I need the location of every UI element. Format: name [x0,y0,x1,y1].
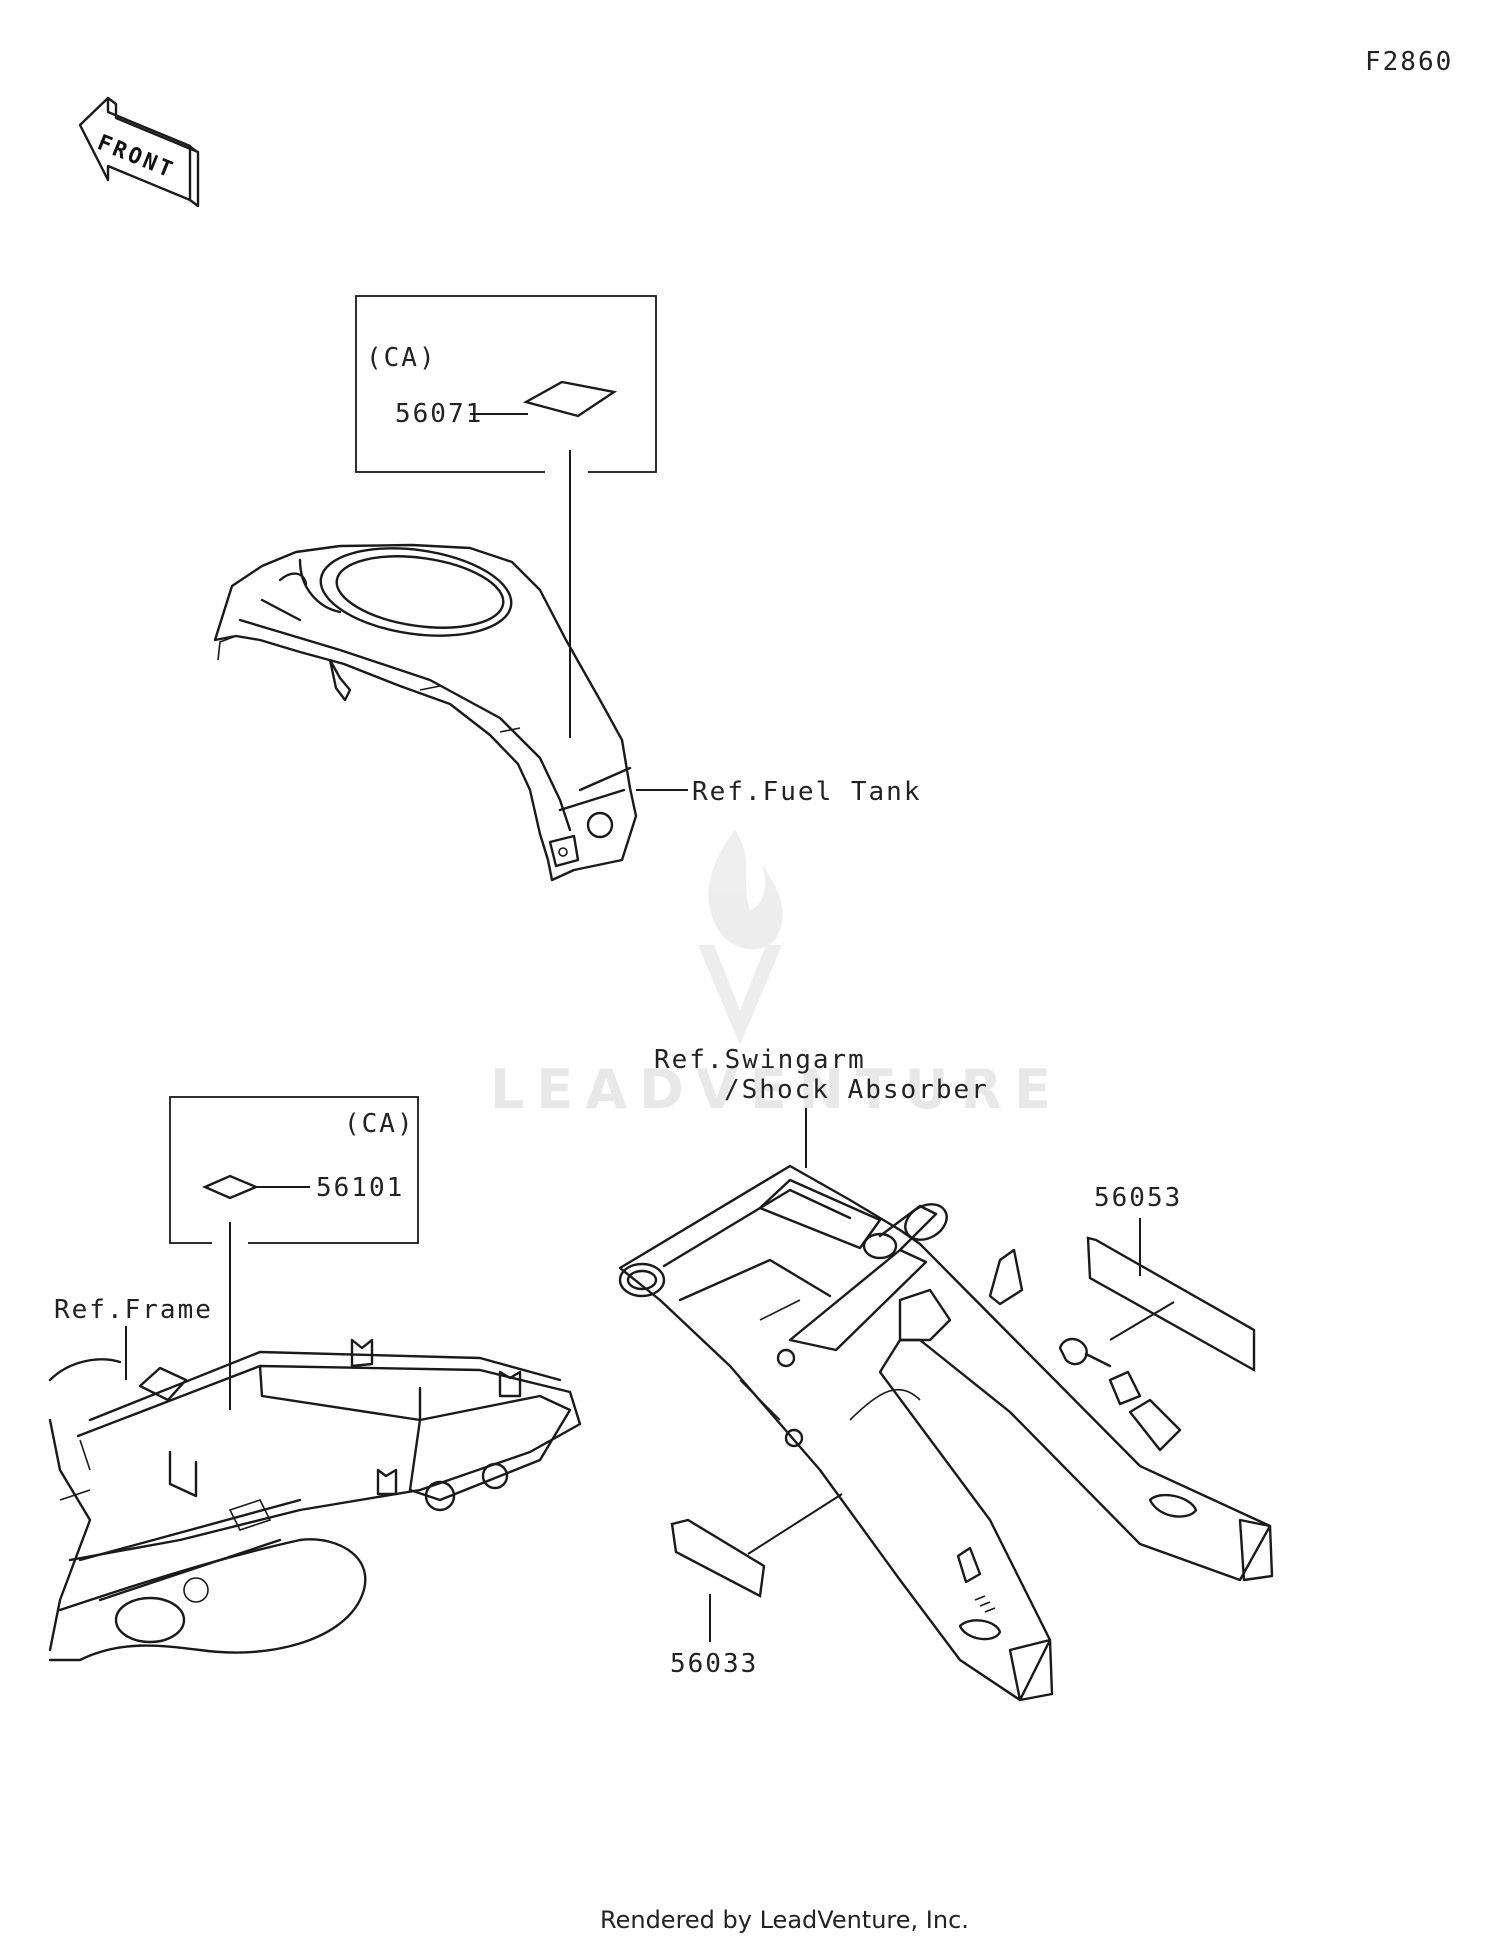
decal-56033[interactable] [670,1518,766,1598]
ref-swingarm-label-line2[interactable]: /Shock Absorber [724,1075,989,1105]
part-number-56053[interactable]: 56053 [1094,1183,1182,1213]
part-number-56101[interactable]: 56101 [316,1173,404,1203]
callout-box-fuel-tank [355,295,657,473]
ref-swingarm-label-line1[interactable]: Ref.Swingarm [654,1045,866,1075]
watermark-text: LEADVENTURE [490,1058,1063,1121]
swingarm-group: Ref.Swingarm /Shock Absorber 56033 [618,1045,1274,1702]
front-arrow-icon: FRONT [78,96,200,208]
fuel-tank-group: (CA) 56071 Ref.Fuel Tank [213,295,922,882]
decal-56071[interactable] [522,380,618,418]
ref-frame-label[interactable]: Ref.Frame [54,1295,213,1325]
leadventure-watermark: LEADVENTURE [490,830,1063,1121]
part-number-56071[interactable]: 56071 [395,399,483,429]
callout-box-frame [169,1096,419,1244]
decal-56101[interactable] [202,1174,260,1200]
diagram-code: F2860 [1365,47,1453,77]
footer-credit: Rendered by LeadVenture, Inc. [600,1906,969,1934]
region-label-frame: (CA) [344,1109,415,1139]
region-label-fuel-tank: (CA) [366,343,437,373]
frame-group: (CA) 56101 Ref.Frame [48,1096,582,1662]
part-number-56033[interactable]: 56033 [670,1649,758,1679]
ref-fuel-tank-label[interactable]: Ref.Fuel Tank [692,777,922,807]
